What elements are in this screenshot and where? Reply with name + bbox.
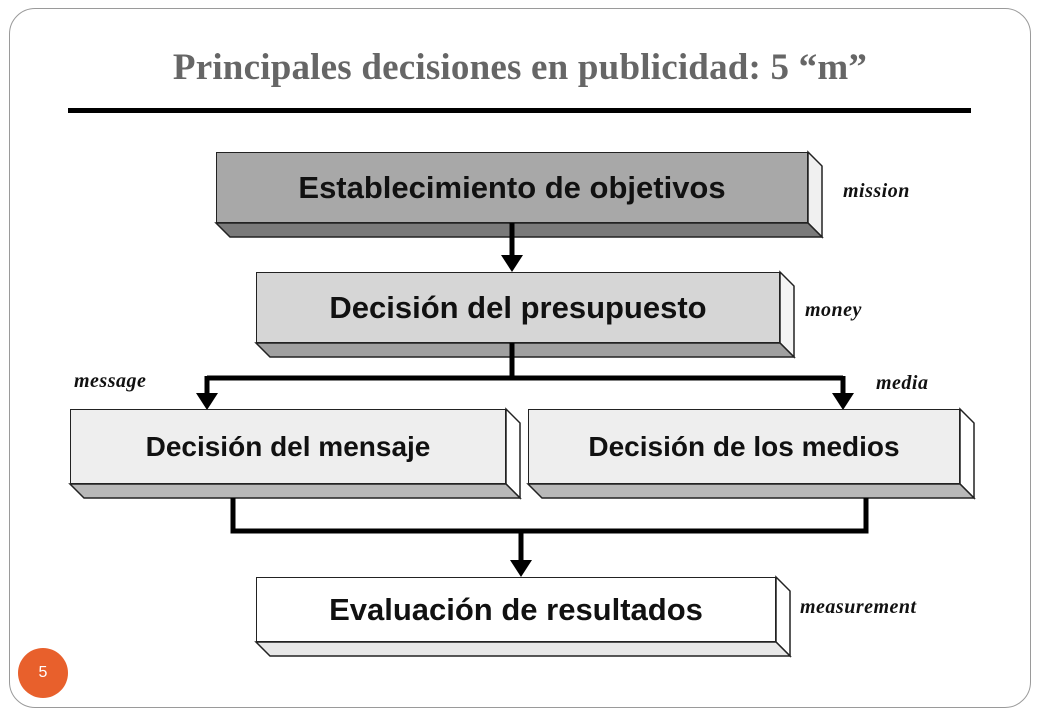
step-decision-mensaje: Decisión del mensaje xyxy=(70,409,506,484)
step-label: Establecimiento de objetivos xyxy=(298,169,726,205)
box-presupuesto-bottom xyxy=(254,342,796,358)
page-number-badge: 5 xyxy=(18,648,68,698)
step-label: Evaluación de resultados xyxy=(329,591,703,627)
box-objetivos-bottom xyxy=(214,222,824,238)
step-establecimiento-objetivos: Establecimiento de objetivos xyxy=(216,152,808,223)
step-evaluacion-resultados: Evaluación de resultados xyxy=(256,577,776,642)
step-label: Decisión del mensaje xyxy=(145,430,431,462)
tag-money: money xyxy=(805,299,862,321)
box-medios-side xyxy=(959,407,975,500)
arrow-message-head xyxy=(196,393,218,410)
arrow-media-head xyxy=(832,393,854,410)
box-3d-faces xyxy=(68,150,976,658)
arrow-1-head xyxy=(501,255,523,272)
title-underline xyxy=(68,108,971,113)
slide-title: Principales decisiones en publicidad: 5 … xyxy=(172,47,868,88)
box-mensaje-side xyxy=(505,407,521,500)
box-mensaje-bottom xyxy=(68,483,522,499)
step-label: Decisión de los medios xyxy=(588,430,900,462)
tag-mission: mission xyxy=(843,180,910,202)
connector-lines xyxy=(204,223,869,560)
step-label: Decisión del presupuesto xyxy=(329,289,707,325)
box-medios-bottom xyxy=(526,483,976,499)
arrow-heads xyxy=(196,255,854,577)
merge-bar xyxy=(230,498,869,534)
tag-message: message xyxy=(74,370,147,392)
arrow-eval-head xyxy=(510,560,532,577)
tag-media: media xyxy=(876,372,929,394)
tag-measurement: measurement xyxy=(800,596,917,618)
step-decision-medios: Decisión de los medios xyxy=(528,409,960,484)
step-decision-presupuesto: Decisión del presupuesto xyxy=(256,272,780,343)
box-evaluacion-bottom xyxy=(254,641,792,657)
